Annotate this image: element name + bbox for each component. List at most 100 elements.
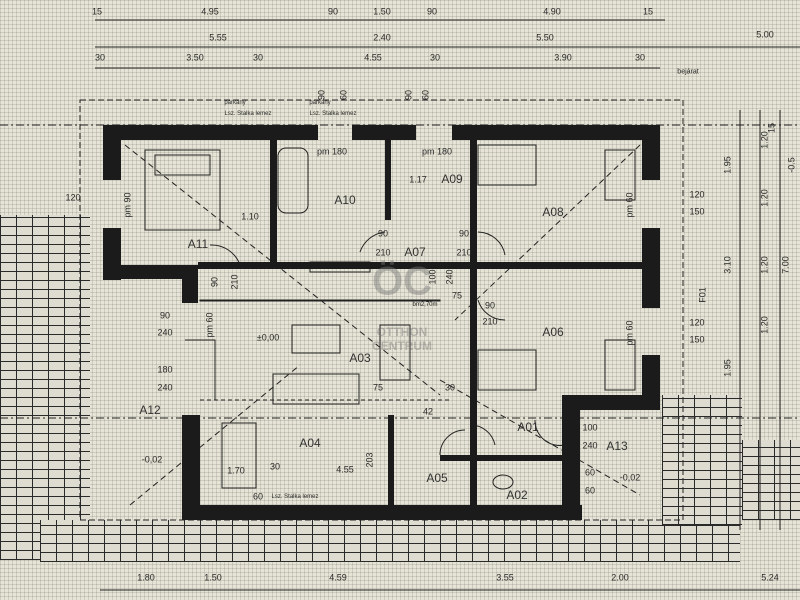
dimension: 1.20: [759, 131, 770, 149]
room-label: A06: [542, 325, 564, 339]
annotation: 1.17: [409, 174, 427, 185]
annotation: 120: [689, 189, 705, 200]
dimension: 15: [766, 122, 777, 134]
annotation: 1.70: [227, 465, 245, 476]
annotation: 210: [482, 316, 498, 327]
annotation: 120: [65, 192, 81, 203]
room-label: A12: [139, 403, 161, 417]
dimension: 30: [634, 52, 646, 63]
annotation: 210: [456, 247, 472, 258]
annotation: 42: [422, 406, 434, 417]
annotation: 30: [269, 461, 281, 472]
annotation: 210: [229, 274, 240, 290]
dimension: 5.55: [209, 32, 227, 43]
annotation: pm 90: [122, 192, 133, 218]
annotation: 240: [157, 382, 173, 393]
wall: [385, 140, 391, 220]
dimension: 4.95: [201, 6, 219, 17]
lintel-note: Lsz. Stalka lemez: [309, 111, 357, 117]
paving-left: [0, 215, 90, 560]
dimension: 1.95: [722, 156, 733, 174]
annotation: pm 60: [624, 192, 635, 218]
dimension: 30: [429, 52, 441, 63]
room-label: A09: [441, 172, 463, 186]
annotation: 90: [159, 310, 171, 321]
annotation: 30: [444, 382, 456, 393]
dimension: 90: [403, 89, 414, 101]
annotation: 240: [444, 269, 455, 285]
dimension: 60: [338, 89, 349, 101]
wall: [182, 265, 198, 303]
annotation: 150: [689, 334, 705, 345]
entrance-label: bejárat: [677, 68, 699, 76]
annotation: 240: [157, 327, 173, 338]
dimension: 30: [252, 52, 264, 63]
annotation: pm 60: [204, 312, 215, 338]
wall: [562, 395, 660, 410]
dimension: 7.00: [780, 256, 791, 274]
annotation: 150: [689, 206, 705, 217]
dimension: 5.50: [536, 32, 554, 43]
dimension: 3.50: [186, 52, 204, 63]
annotation: 90: [377, 228, 389, 239]
annotation: 100: [582, 422, 598, 433]
annotation: 4.55: [336, 464, 354, 475]
wall: [198, 262, 650, 269]
dimension: 1.20: [759, 316, 770, 334]
room-label: A13: [606, 439, 628, 453]
annotation: bm2,70m: [412, 302, 438, 308]
dimension: 1.50: [204, 572, 222, 583]
watermark-line2: CENTRUM: [372, 339, 432, 353]
dimension: 3.10: [722, 256, 733, 274]
dimension: 2.00: [611, 572, 629, 583]
annotation: 75: [451, 290, 463, 301]
room-label: A07: [404, 245, 426, 259]
dimension: 1.20: [759, 256, 770, 274]
annotation: 100: [427, 269, 438, 285]
watermark-line1: OTTHON: [376, 325, 428, 339]
dimension: 1.80: [137, 572, 155, 583]
dimension: 90: [426, 6, 438, 17]
annotation: pm 180: [316, 146, 348, 157]
cornice-note: párkány: [224, 100, 246, 106]
paving-right-ext: [742, 440, 800, 520]
annotation: 180: [157, 364, 173, 375]
annotation: 90: [484, 300, 496, 311]
level-marker: -0,02: [141, 454, 163, 465]
annotation: 240: [582, 440, 598, 451]
dimension: 5.24: [761, 572, 779, 583]
dimension: 15: [91, 6, 103, 17]
annotation: 60: [584, 485, 596, 496]
wall: [103, 265, 198, 279]
lintel-note: Lsz. Stalka lemez: [224, 111, 272, 117]
dimension: 90: [327, 6, 339, 17]
wall: [642, 125, 660, 180]
paving-bottom: [40, 520, 740, 562]
wall: [103, 125, 318, 140]
lintel-note: Lsz. Stalka lemez: [271, 494, 319, 500]
wall: [182, 415, 200, 520]
annotation: 60: [252, 491, 264, 502]
room-label: A04: [299, 436, 321, 450]
annotation: 1.10: [241, 211, 259, 222]
annotation: 120: [689, 317, 705, 328]
room-label: A02: [506, 488, 528, 502]
room-label: A10: [334, 193, 356, 207]
annotation: 203: [364, 452, 375, 468]
wall: [470, 140, 477, 520]
dimension: 1.95: [722, 359, 733, 377]
dimension: 60: [420, 89, 431, 101]
room-label: A03: [349, 351, 371, 365]
wall: [440, 455, 565, 461]
annotation: 60: [584, 467, 596, 478]
wall: [270, 140, 277, 265]
annotation: 210: [375, 247, 391, 258]
dimension: 30: [94, 52, 106, 63]
dimension: 4.90: [543, 6, 561, 17]
dimension: 1.20: [759, 189, 770, 207]
dimension: 90: [316, 89, 327, 101]
dimension: 3.90: [554, 52, 572, 63]
dimension: 5.00: [756, 29, 774, 40]
dimension: 2.40: [373, 32, 391, 43]
annotation: 90: [209, 276, 220, 288]
